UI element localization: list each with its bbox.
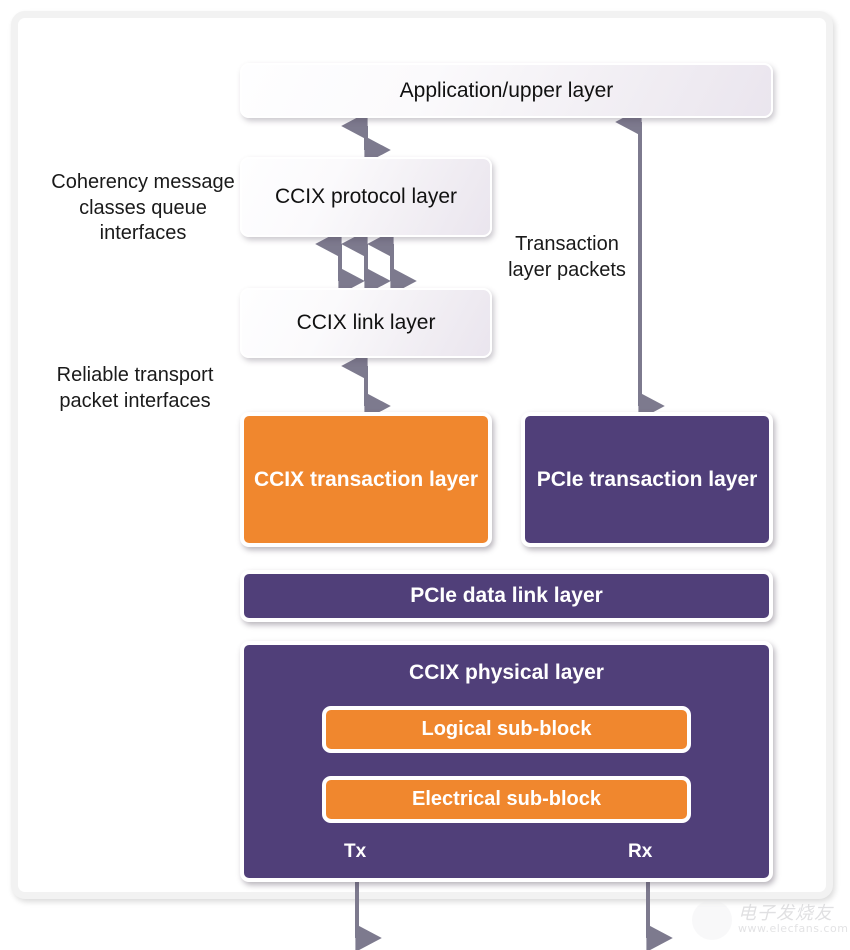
layer-box-ccix-physical[interactable]: CCIX physical layer Logical sub-block El… [240,641,773,882]
layer-label-pcie-data-link: PCIe data link layer [410,584,603,608]
sub-block-label-logical: Logical sub-block [421,718,592,740]
sub-block-label-electrical: Electrical sub-block [412,788,601,810]
watermark-brand-text: 电子发烧友 [738,903,833,924]
caption-transaction-layer-packets: Transaction layer packets [508,233,626,281]
layer-label-ccix-link: CCIX link layer [296,311,436,335]
caption-reliable-transport: Reliable transport packet interfaces [56,364,214,412]
sub-block-electrical[interactable]: Electrical sub-block [322,776,691,823]
sub-block-logical[interactable]: Logical sub-block [322,706,691,753]
caption-coherency-interfaces: Coherency message classes queue interfac… [51,171,235,245]
layer-box-pcie-data-link[interactable]: PCIe data link layer [240,570,773,622]
watermark: 电子发烧友 www.elecfans.com [690,898,848,942]
layer-label-ccix-protocol: CCIX protocol layer [274,185,458,209]
layer-box-ccix-transaction[interactable]: CCIX transaction layer [240,412,492,547]
layer-box-pcie-transaction[interactable]: PCIe transaction layer [521,412,773,547]
layer-label-pcie-transaction: PCIe transaction layer [536,467,758,491]
layer-box-ccix-protocol[interactable]: CCIX protocol layer [240,157,492,237]
layer-box-application[interactable]: Application/upper layer [240,63,773,118]
port-label-tx: Tx [344,841,367,862]
watermark-url-text: www.elecfans.com [738,922,849,935]
layer-label-ccix-physical: CCIX physical layer [409,661,604,684]
layer-box-ccix-link[interactable]: CCIX link layer [240,288,492,358]
layer-label-application: Application/upper layer [399,78,614,102]
layer-label-ccix-transaction: CCIX transaction layer [253,467,479,491]
port-label-rx: Rx [628,841,653,862]
watermark-logo-icon [692,900,732,940]
